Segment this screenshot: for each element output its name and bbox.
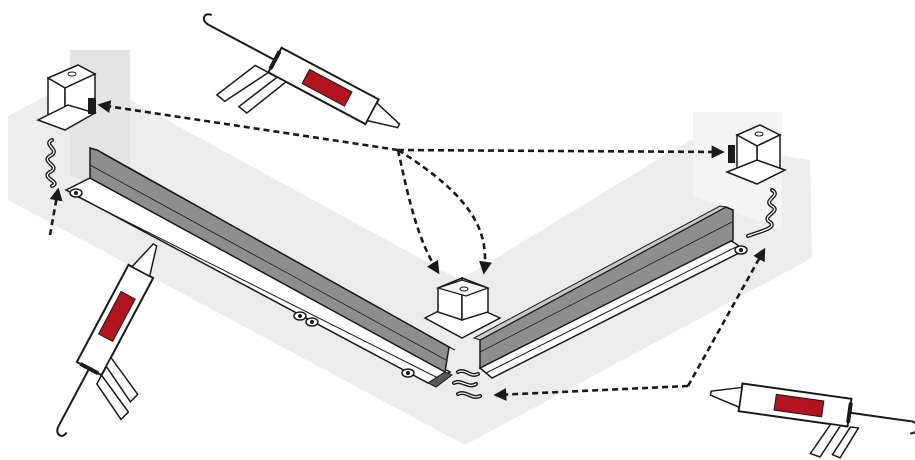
screw-icon: [69, 188, 83, 198]
screws: [69, 188, 748, 378]
arrow-to-right-cap: [397, 145, 725, 159]
gun-right: [709, 382, 915, 459]
arrow-to-corner-b: [397, 148, 492, 275]
screw-icon: [401, 368, 415, 378]
screw-icon: [293, 311, 307, 321]
gun-left: [56, 243, 158, 437]
end-cap-right: [724, 124, 787, 185]
screw-icon: [305, 317, 319, 327]
sealant-left: [45, 138, 57, 188]
arrows: [48, 100, 766, 402]
arrow-to-left-sealant: [48, 187, 63, 236]
caulking-gun-icon: [56, 243, 158, 437]
sealant-center: [452, 369, 482, 399]
arrow-to-right-sealant: [686, 247, 766, 387]
arrow-to-left-cap: [97, 100, 399, 152]
gun-top: [202, 13, 401, 129]
right-profile: [472, 205, 747, 379]
left-profile: [64, 147, 456, 388]
end-cap-left: [36, 64, 97, 131]
corner-piece-icon: [423, 276, 502, 339]
end-cap-icon: [36, 64, 97, 131]
sealant-right: [746, 188, 777, 238]
caulking-gun-icon: [202, 13, 401, 129]
caulking-gun-icon: [709, 382, 915, 459]
arrow-to-corner-a: [396, 149, 440, 275]
end-cap-icon: [724, 124, 787, 185]
arrow-to-center-sealant: [493, 384, 689, 402]
screw-icon: [734, 245, 748, 255]
floor-plane: [8, 52, 812, 445]
